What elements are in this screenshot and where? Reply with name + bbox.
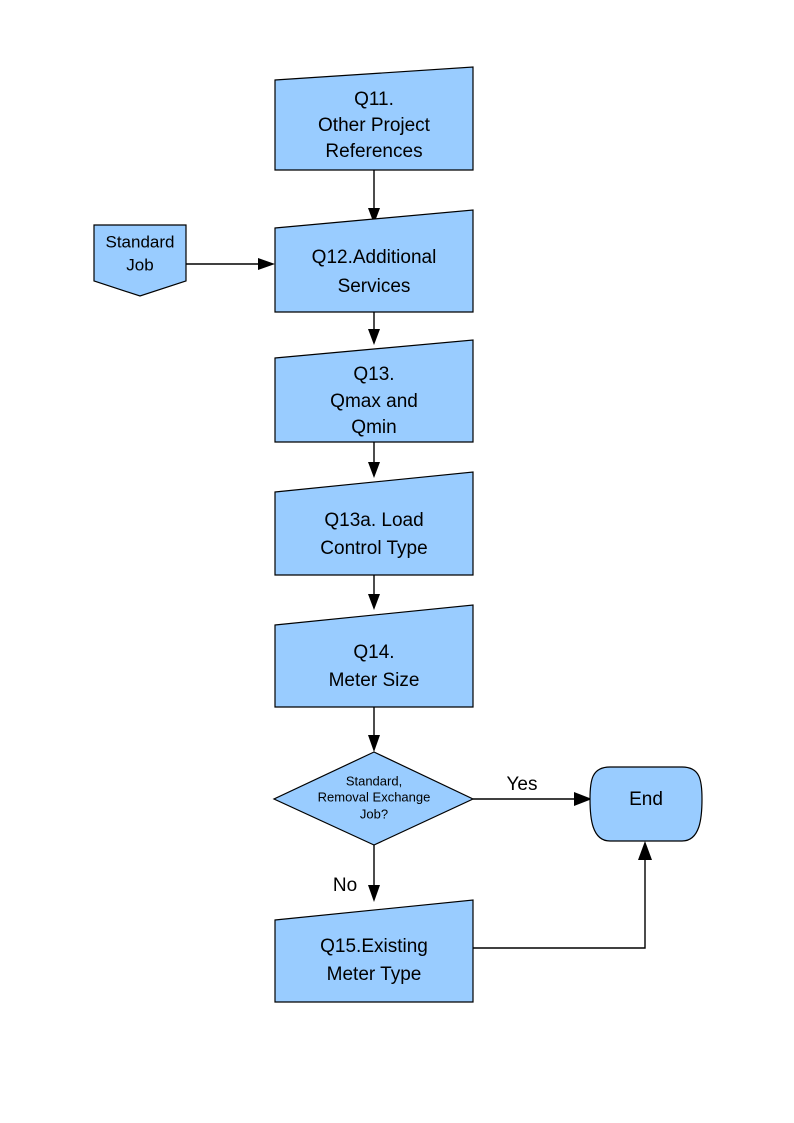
- q13-line-1: Q13.: [353, 364, 394, 385]
- edge-decision-to-end: Yes: [473, 774, 592, 806]
- edge-label-no: No: [333, 875, 357, 896]
- q11-line-3: References: [325, 141, 422, 162]
- node-q15[interactable]: Q15.Existing Meter Type: [274, 899, 474, 1003]
- edge-q15-to-end: [473, 841, 652, 949]
- q13-line-3: Qmin: [351, 417, 396, 438]
- end-shape[interactable]: [589, 766, 703, 842]
- q11-line-1: Q11.: [354, 89, 394, 110]
- edge-q14-to-decision: [368, 707, 380, 752]
- node-standard-job[interactable]: Standard Job: [93, 224, 187, 297]
- node-q13a[interactable]: Q13a. Load Control Type: [274, 471, 474, 576]
- q13a-line-2: Control Type: [320, 538, 427, 559]
- q12-line-2: Services: [338, 276, 411, 297]
- decision-line-3: Job?: [360, 806, 388, 821]
- edge-q14-to-decision-arrowhead: [368, 735, 380, 752]
- edge-q11-to-q12: [368, 170, 380, 224]
- q13-shape[interactable]: [274, 339, 474, 443]
- q14-line-1: Q14.: [353, 642, 394, 663]
- q11-shape[interactable]: [274, 66, 474, 171]
- edge-q12-to-q13-arrowhead: [368, 329, 380, 345]
- end-label: End: [629, 789, 663, 810]
- decision-line-1: Standard,: [346, 773, 402, 788]
- edge-decision-to-end-arrowhead: [574, 792, 592, 806]
- node-q14[interactable]: Q14. Meter Size: [274, 604, 474, 708]
- edge-q15-to-end-arrowhead: [638, 841, 652, 860]
- standard-job-shape[interactable]: [93, 224, 187, 297]
- q13-line-2: Qmax and: [330, 391, 418, 412]
- node-q13[interactable]: Q13. Qmax and Qmin: [274, 339, 474, 443]
- q15-line-2: Meter Type: [327, 964, 422, 985]
- q14-line-2: Meter Size: [329, 670, 420, 691]
- node-q12[interactable]: Q12.Additional Services: [274, 209, 474, 313]
- q15-shape[interactable]: [274, 899, 474, 1003]
- node-end[interactable]: End: [589, 766, 703, 842]
- q12-line-1: Q12.Additional: [312, 247, 437, 268]
- edge-q13a-to-q14-arrowhead: [368, 594, 380, 610]
- q15-line-1: Q15.Existing: [320, 936, 428, 957]
- edge-q13-to-q13a-arrowhead: [368, 462, 380, 478]
- edge-q11-to-q12-arrowhead: [368, 208, 380, 224]
- standard-job-line-1: Standard: [106, 232, 175, 251]
- edge-standardjob-to-q12-arrowhead: [258, 258, 275, 270]
- edge-decision-to-q15: No: [333, 845, 380, 902]
- decision-line-2: Removal Exchange: [318, 789, 431, 804]
- q12-shape[interactable]: [274, 209, 474, 313]
- q14-shape[interactable]: [274, 604, 474, 708]
- node-decision-standard-removal-exchange[interactable]: Standard, Removal Exchange Job?: [272, 751, 475, 846]
- q11-line-2: Other Project: [318, 115, 431, 136]
- edge-q13a-to-q14: [368, 575, 380, 610]
- standard-job-line-2: Job: [126, 255, 153, 274]
- edge-q12-to-q13: [368, 312, 380, 345]
- edge-q15-to-end-line: [473, 857, 646, 949]
- edge-decision-to-q15-arrowhead: [368, 885, 380, 902]
- edge-q13-to-q13a: [368, 442, 380, 478]
- edge-label-yes: Yes: [507, 774, 538, 795]
- node-q11[interactable]: Q11. Other Project References: [274, 66, 474, 171]
- edge-standardjob-to-q12: [186, 258, 275, 270]
- q13a-line-1: Q13a. Load: [324, 510, 423, 531]
- q13a-shape[interactable]: [274, 471, 474, 576]
